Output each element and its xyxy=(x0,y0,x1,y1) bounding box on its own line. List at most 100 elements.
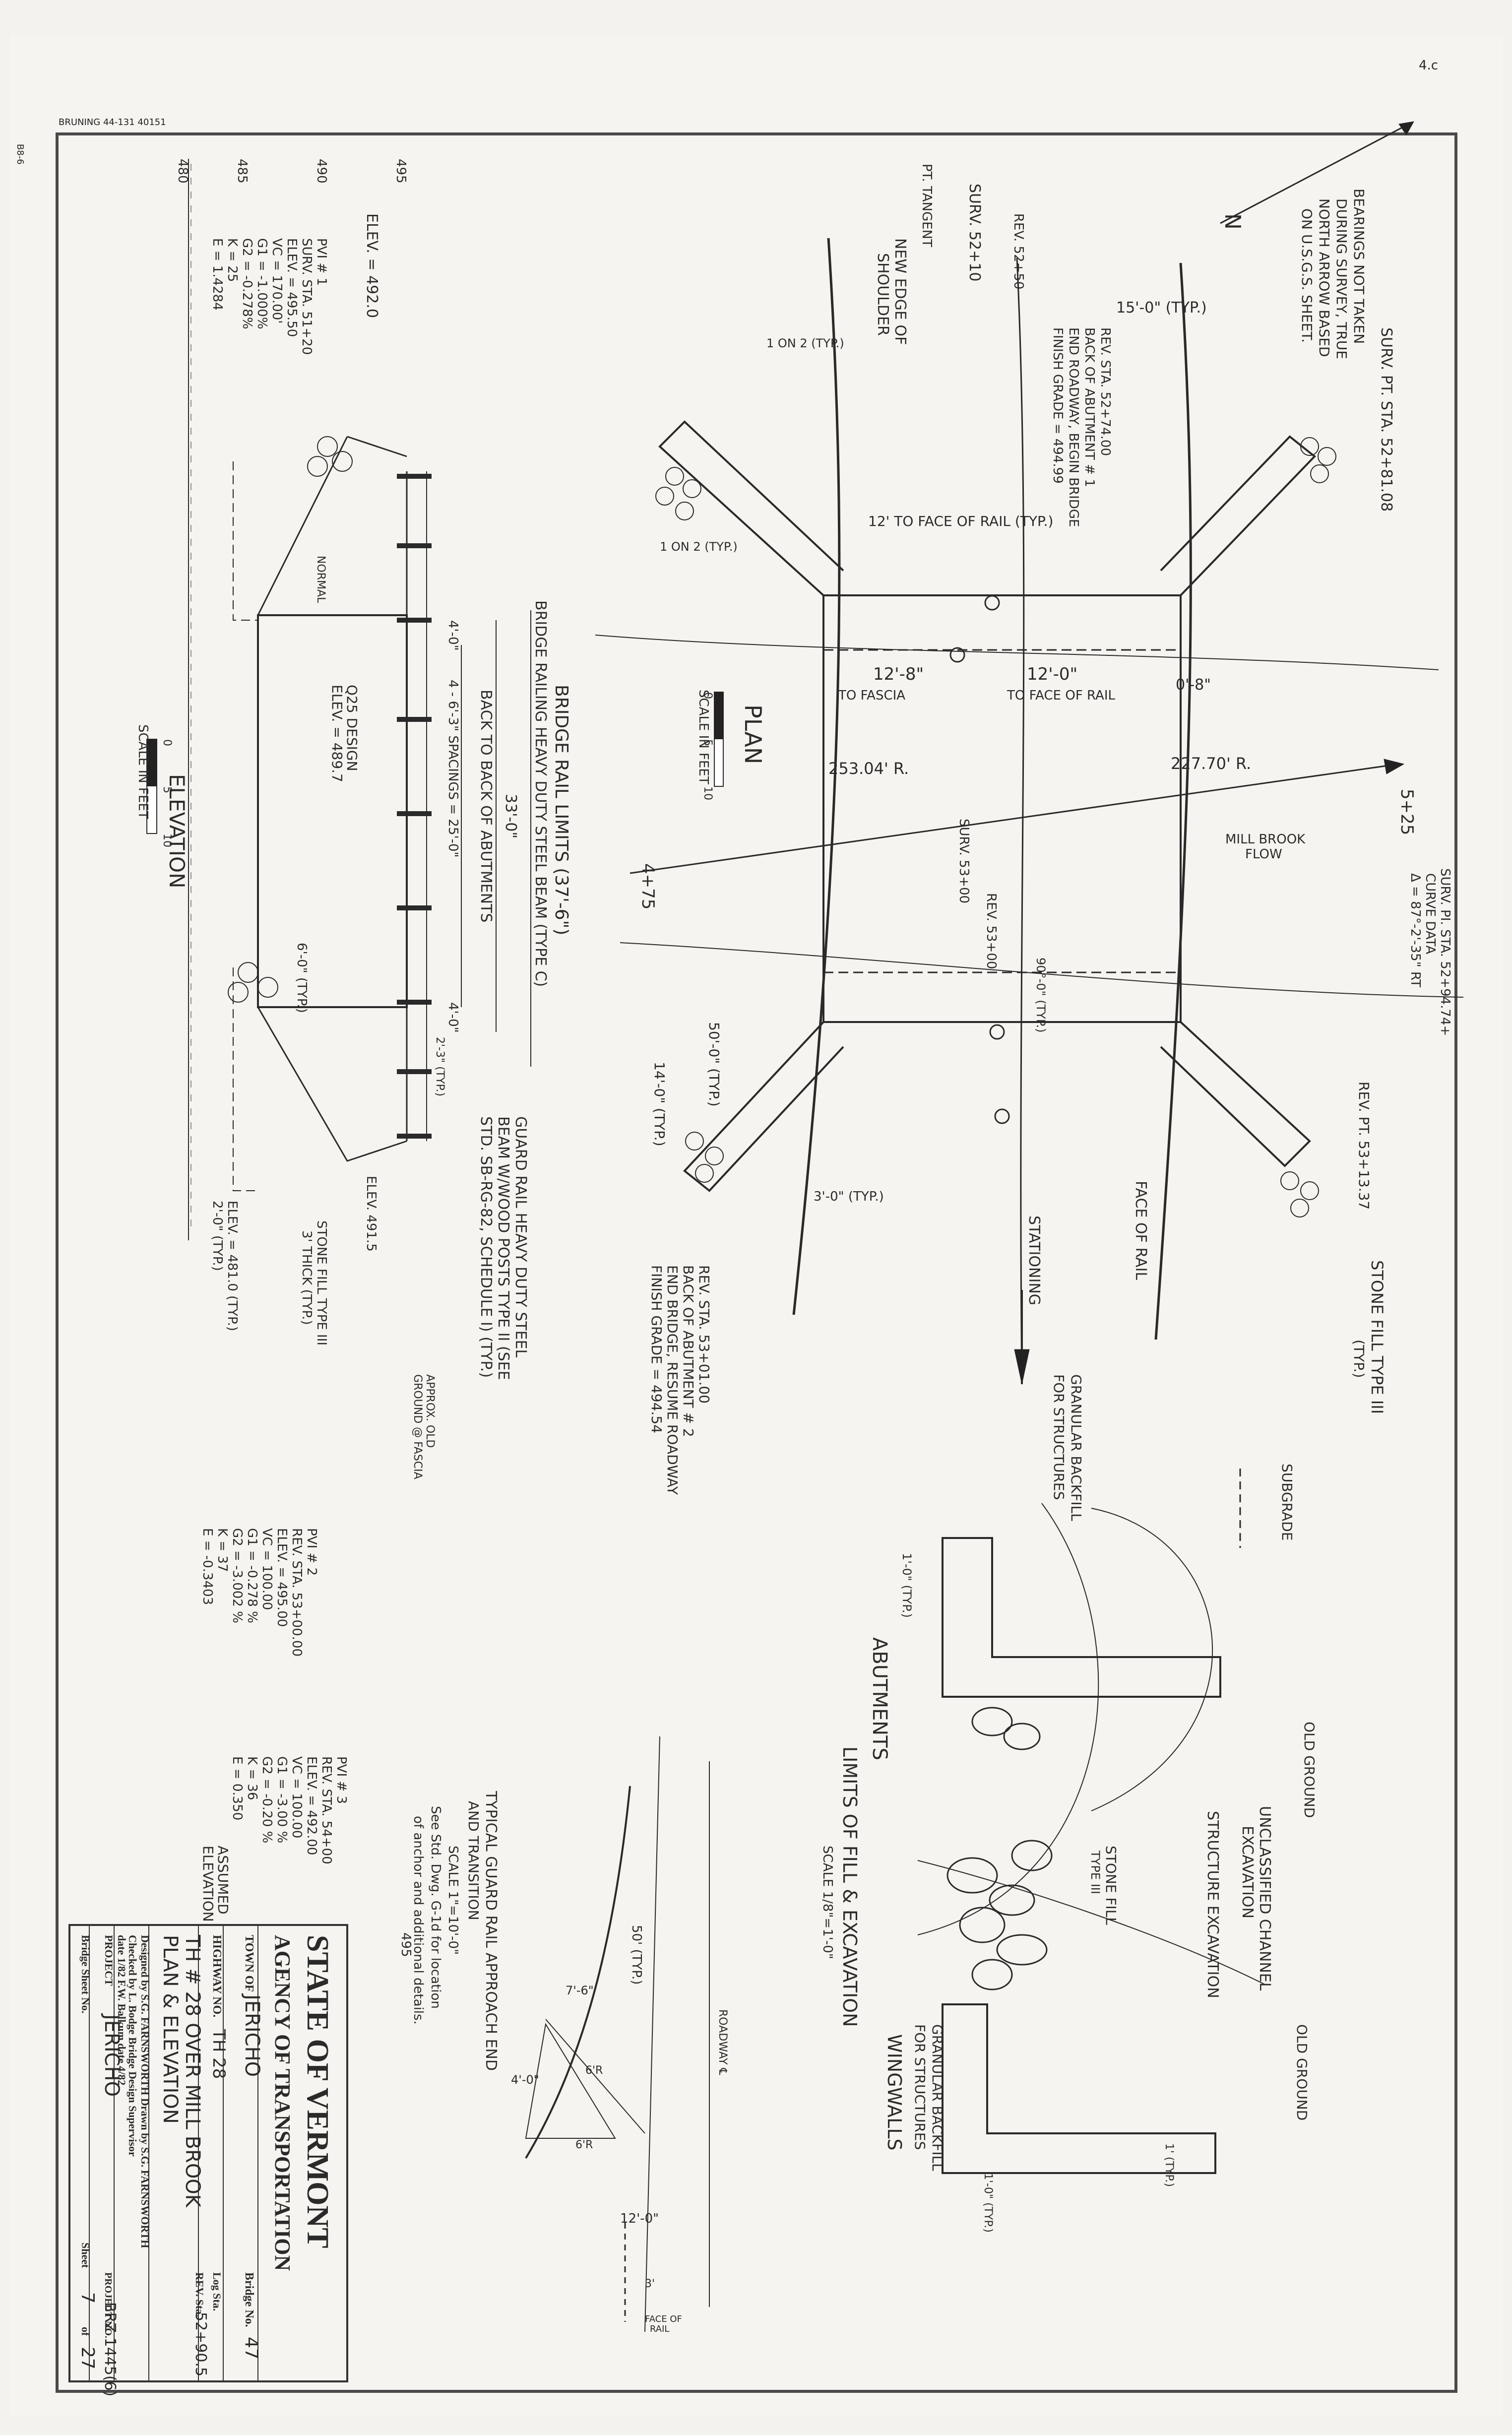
pvi3-line: G1 = -3.00 % xyxy=(274,1756,289,1843)
bridge-railing: BRIDGE RAILING HEAVY DUTY STEEL BEAM (TY… xyxy=(532,600,549,987)
agency-title: AGENCY OF TRANSPORTATION xyxy=(270,1935,295,2271)
abut1-note: FINISH GRADE = 494.99 xyxy=(1050,327,1065,484)
to-fascia: TO FASCIA xyxy=(838,688,905,703)
pvi2-line: G2 = -3.002 % xyxy=(230,1528,245,1623)
pvi2-line: PVI # 2 xyxy=(304,1528,319,1576)
elev-4915: ELEV. 491.5 xyxy=(364,1176,378,1252)
gr-face-rail: FACE OF xyxy=(645,2314,682,2324)
dim-6: 6'-0" (TYP.) xyxy=(294,943,309,1013)
rev-pt: REV. PT. 53+13.37 xyxy=(1356,1082,1372,1210)
guard-rail-detail xyxy=(525,1736,710,2332)
town-label: TOWN OF xyxy=(243,1935,255,1992)
excavation: EXCAVATION xyxy=(1239,1826,1256,1919)
guard-rail-line: GUARD RAIL HEAVY DUTY STEEL xyxy=(512,1116,529,1357)
plan-labels: PLAN SCALE IN FEET 0 5 10 BEARINGS NOT T… xyxy=(638,164,1452,1495)
north-note-line: BEARINGS NOT TAKEN xyxy=(1351,189,1367,344)
bridge-no-label: Bridge No. xyxy=(243,2272,255,2327)
pvi3-line: ELEV. = 492.00 xyxy=(304,1756,319,1855)
guard-rail-labels: TYPICAL GUARD RAIL APPROACH END AND TRAN… xyxy=(411,1791,729,2334)
dim-12-face: 12' TO FACE OF RAIL (TYP.) xyxy=(868,513,1053,529)
sheet-number: 7 xyxy=(77,2292,98,2304)
north-arrow-head xyxy=(1398,121,1414,135)
project-no: BRZ 1445(6) xyxy=(101,2302,119,2396)
road-edge xyxy=(644,1736,660,2332)
angle-90: 90°-0" (TYP.) xyxy=(1034,958,1048,1033)
pvi1-line: SURV. STA. 51+20 xyxy=(299,238,314,355)
elevation-scale-tick: 0 xyxy=(161,739,173,746)
curve-delta: Δ = 87°-2'-35" RT xyxy=(1408,873,1423,987)
axis-tick: 485 xyxy=(235,159,250,184)
elev-top: ELEV. = 492.0 xyxy=(363,213,380,318)
corner-mark: 4.c xyxy=(1419,58,1438,73)
granular-backfill: GRANULAR BACKFILL xyxy=(1068,1374,1084,1521)
rev-sta-label: REV. Sta. xyxy=(193,2272,206,2317)
wingwall-ne xyxy=(1160,435,1316,596)
curve-data-label: CURVE DATA xyxy=(1423,873,1438,955)
plan-scale-label: SCALE IN FEET xyxy=(696,690,711,784)
plan-view xyxy=(595,121,1464,1385)
flow-arrowhead xyxy=(1384,759,1405,774)
unclassified-channel: UNCLASSIFIED CHANNEL xyxy=(1256,1806,1273,1991)
north-letter: N xyxy=(1220,213,1245,230)
abut2-note: END BRIDGE, RESUME ROADWAY xyxy=(664,1265,681,1495)
description-line: TH # 28 OVER MILL BROOK xyxy=(181,1934,204,2208)
gr-scale: SCALE 1"=10'-0" xyxy=(445,1846,460,1955)
sheet-border xyxy=(56,132,1457,2393)
log-sta-label: Log Sta. xyxy=(211,2272,223,2311)
limits-scale: SCALE 1/8"=1'-0" xyxy=(820,1846,835,1959)
pvi1-line: K = 25 xyxy=(225,238,240,282)
sheet-total: 27 xyxy=(77,2347,98,2370)
dim-1-0b: 1'-0" (TYP.) xyxy=(982,2173,994,2233)
survey-point xyxy=(949,647,965,663)
abut1-note: REV. STA. 52+74.00 xyxy=(1098,327,1113,456)
abutments-title: ABUTMENTS xyxy=(868,1637,891,1760)
abut2-note: BACK OF ABUTMENT # 2 xyxy=(680,1265,696,1437)
gr-dim-12: 12'-0" xyxy=(620,2211,659,2226)
dim-4-b: 4'-0" xyxy=(445,1002,460,1033)
wingwall-section xyxy=(942,2003,1216,2174)
pvi3-line: PVI # 3 xyxy=(334,1756,349,1804)
dim-0-8: 0'-8" xyxy=(1176,676,1211,694)
anchor-line xyxy=(545,2019,645,2134)
radius-227: 227.70' R. xyxy=(1171,754,1251,773)
subgrade: SUBGRADE xyxy=(1279,1464,1295,1540)
dim-1-0: 1'-0" (TYP.) xyxy=(900,1553,914,1618)
bridge-no: 47 xyxy=(241,2337,261,2360)
wingwall-nw xyxy=(658,420,844,596)
pvi2-line: VC = 100.00 xyxy=(259,1528,274,1610)
pvi1-line: ELEV. = 495.50 xyxy=(284,238,299,337)
plan-scale-tick: 5 xyxy=(701,739,714,746)
brook-bank-north xyxy=(595,635,1439,670)
bridge-rail-limits: BRIDGE RAIL LIMITS (37'-6") xyxy=(551,685,571,935)
gr-dim-50: 50' (TYP.) xyxy=(629,1925,644,1985)
pvi1-line: E = 1.4284 xyxy=(210,238,225,311)
granular-structures: FOR STRUCTURES xyxy=(1051,1374,1067,1500)
dim-14: 14'-0" (TYP.) xyxy=(651,1062,668,1147)
approx-ground-fascia: GROUND @ FASCIA xyxy=(411,1374,424,1479)
elev-4810: ELEV. = 481.0 (TYP.) xyxy=(225,1201,240,1331)
surv-53: SURV. 53+00 xyxy=(956,819,971,903)
elevation-scale-fill xyxy=(147,739,157,786)
rail-posts xyxy=(397,474,432,1139)
pvi3-line: G2 = -0.20 % xyxy=(259,1756,274,1843)
title-block: STATE OF VERMONT AGENCY OF TRANSPORTATIO… xyxy=(68,1924,348,2396)
old-ground: OLD GROUND xyxy=(1301,1722,1318,1818)
pvi2-line: K = 37 xyxy=(215,1528,230,1572)
q25-design: Q25 DESIGN xyxy=(344,685,360,771)
new-edge-shoulder: SHOULDER xyxy=(874,253,891,336)
pvi3-line: E = 0.350 xyxy=(230,1756,245,1820)
dim-15: 15'-0" (TYP.) xyxy=(1116,299,1207,317)
stationing-arrowhead xyxy=(1014,1349,1030,1385)
print-mark: BRUNING 44-131 40151 xyxy=(59,117,166,128)
abutment-wingwall-details xyxy=(917,1469,1265,2174)
approx-ground: APPROX. OLD xyxy=(424,1374,436,1448)
slope-1on2: 1 ON 2 (TYP.) xyxy=(766,336,844,350)
plan-scale-bar-fill xyxy=(714,692,723,739)
flow-axis xyxy=(630,763,1399,874)
stone-fill-type: TYPE III xyxy=(1088,1850,1102,1894)
mill-brook-flow: FLOW xyxy=(1245,847,1282,862)
new-edge-shoulder: NEW EDGE OF xyxy=(891,238,909,345)
pvi1-line: G2 = -0.278% xyxy=(240,238,254,329)
axis2-tick: 495 xyxy=(398,1932,413,1957)
pvi2-line: G1 = -0.278 % xyxy=(245,1528,259,1623)
